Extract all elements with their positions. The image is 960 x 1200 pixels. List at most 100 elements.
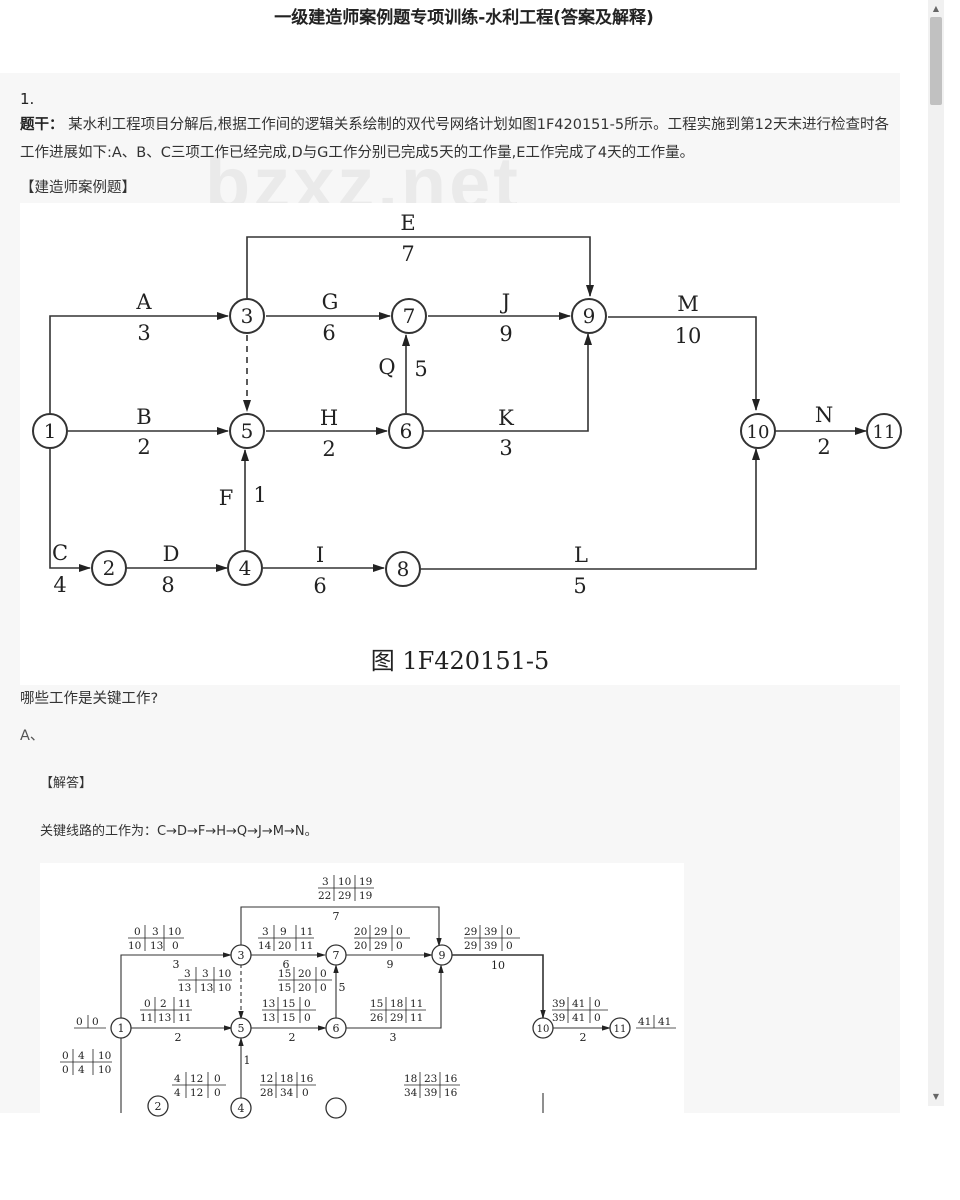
svg-text:15: 15 xyxy=(370,998,383,1010)
svg-text:41: 41 xyxy=(572,1012,585,1024)
svg-text:0: 0 xyxy=(144,998,151,1010)
node-circle xyxy=(325,1017,347,1039)
svg-text:29: 29 xyxy=(374,940,387,952)
vertical-scrollbar[interactable]: ▲ ▼ xyxy=(928,0,944,1106)
svg-text:14: 14 xyxy=(258,940,272,952)
scrollbar-thumb[interactable] xyxy=(930,17,942,105)
node-label: 6 xyxy=(333,1022,340,1035)
arrow-K xyxy=(424,333,592,432)
activity-name: Q xyxy=(378,355,395,379)
source-tag: 【建造师案例题】 xyxy=(20,180,136,196)
activity-name: G xyxy=(322,290,339,314)
node-label: 11 xyxy=(614,1024,627,1035)
svg-text:16: 16 xyxy=(444,1087,458,1099)
activity-duration: 5 xyxy=(573,574,586,598)
activity-name: A xyxy=(135,290,152,314)
svg-text:22: 22 xyxy=(318,890,331,902)
activity-name: L xyxy=(574,543,588,567)
activity-duration: 7 xyxy=(401,242,414,266)
svg-text:20: 20 xyxy=(298,968,311,980)
svg-text:20: 20 xyxy=(278,940,291,952)
node-label: 3 xyxy=(241,304,254,328)
activity-duration: 5 xyxy=(414,357,427,381)
node-label: 1 xyxy=(44,419,57,443)
arrow-L xyxy=(421,448,760,570)
svg-text:4: 4 xyxy=(174,1087,181,1099)
document-viewport[interactable]: 一级建造师案例题专项训练-水利工程(答案及解释) bzxz.net 1. 题干：… xyxy=(0,0,928,1119)
svg-text:11: 11 xyxy=(300,940,313,952)
svg-text:0: 0 xyxy=(594,1012,601,1024)
svg-text:0: 0 xyxy=(76,1016,83,1028)
svg-text:23: 23 xyxy=(424,1073,437,1085)
scroll-down-arrow-icon[interactable]: ▼ xyxy=(932,1092,940,1101)
svg-text:41: 41 xyxy=(658,1016,671,1028)
svg-text:39: 39 xyxy=(484,926,497,938)
svg-text:34: 34 xyxy=(280,1087,294,1099)
svg-text:39: 39 xyxy=(484,940,497,952)
node-circle xyxy=(32,413,68,449)
activity-name: N xyxy=(815,403,833,427)
node-label: 10 xyxy=(747,422,770,443)
node-label: 2 xyxy=(103,556,116,580)
stem-label: 题干： xyxy=(20,117,64,133)
svg-text:19: 19 xyxy=(359,890,372,902)
activity-duration: 8 xyxy=(161,573,174,597)
svg-text:0: 0 xyxy=(506,926,513,938)
svg-text:0: 0 xyxy=(62,1050,69,1062)
activity-name: M xyxy=(677,292,699,316)
svg-text:11: 11 xyxy=(410,998,423,1010)
svg-text:11: 11 xyxy=(140,1012,153,1024)
svg-text:4: 4 xyxy=(78,1050,85,1062)
svg-text:39: 39 xyxy=(552,998,565,1010)
arrow-E xyxy=(246,236,594,298)
node-label: 4 xyxy=(239,556,252,580)
option-a[interactable]: A、 xyxy=(20,728,45,744)
svg-text:11: 11 xyxy=(178,1012,191,1024)
network-diagram: 1 2 3 4 5 6 7 8 9 10 11 A 3 B 2 xyxy=(32,211,902,675)
node-circle xyxy=(391,298,427,334)
node-circle xyxy=(230,944,252,966)
arrow-A xyxy=(120,952,232,1028)
svg-text:0: 0 xyxy=(304,1012,311,1024)
activity-name: E xyxy=(400,211,415,235)
node-circle xyxy=(147,1095,169,1117)
node-label: 11 xyxy=(873,422,896,443)
node-circle xyxy=(571,298,607,334)
node-label: 7 xyxy=(333,949,340,962)
svg-text:10: 10 xyxy=(128,940,141,952)
svg-text:11: 11 xyxy=(300,926,313,938)
scroll-up-arrow-icon[interactable]: ▲ xyxy=(932,4,940,13)
svg-text:12: 12 xyxy=(190,1073,203,1085)
duration-label: 2 xyxy=(175,1031,182,1044)
svg-text:12: 12 xyxy=(190,1087,203,1099)
svg-text:10: 10 xyxy=(98,1064,111,1076)
node-label: 10 xyxy=(537,1024,550,1035)
duration-label: 6 xyxy=(283,958,290,971)
svg-text:11: 11 xyxy=(410,1012,423,1024)
svg-text:16: 16 xyxy=(300,1073,314,1085)
svg-text:0: 0 xyxy=(134,926,141,938)
activity-name: H xyxy=(320,406,338,430)
svg-text:0: 0 xyxy=(172,940,179,952)
answer-text: 关键线路的工作为：C→D→F→H→Q→J→M→N。 xyxy=(40,824,318,839)
node-label: 9 xyxy=(583,304,596,328)
svg-text:3: 3 xyxy=(184,968,191,980)
node-label: 1 xyxy=(118,1022,125,1035)
svg-text:20: 20 xyxy=(354,940,367,952)
svg-text:15: 15 xyxy=(282,1012,295,1024)
svg-text:29: 29 xyxy=(464,940,477,952)
svg-text:29: 29 xyxy=(374,926,387,938)
svg-text:15: 15 xyxy=(278,968,291,980)
node-label: 9 xyxy=(439,949,446,962)
arrow-K xyxy=(345,964,444,1029)
svg-text:0: 0 xyxy=(320,968,327,980)
svg-text:0: 0 xyxy=(214,1087,221,1099)
svg-text:10: 10 xyxy=(218,968,231,980)
